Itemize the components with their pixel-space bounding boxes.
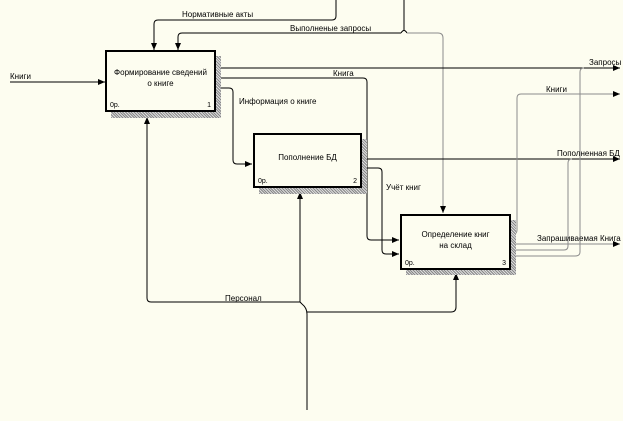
activity-3-title-line1: Определение книг [421,230,490,239]
activity-2-cost: 0р. [258,178,268,185]
label-books-output: Книги [546,85,567,94]
arrow-books-output[interactable] [510,91,620,235]
arrow-completed-requests-bump [400,30,408,34]
arrow-book-accounting[interactable] [361,167,399,257]
activity-box-3[interactable]: Определение книг на склад 0р. 3 [400,214,511,270]
label-book-info: Информация о книге [239,97,317,106]
label-book: Книга [333,69,354,78]
label-normative-acts: Нормативные акты [182,10,254,19]
label-replenished-db: Пополненная БД [557,149,620,158]
arrow-staff-source[interactable] [299,301,308,410]
arrow-to-box3-control[interactable] [407,32,446,213]
activity-3-number: 3 [502,260,506,267]
label-staff: Персонал [225,294,262,303]
label-books-input: Книги [10,72,31,81]
label-book-accounting: Учёт книг [386,183,421,192]
activity-1-title-line1: Формирование сведений [114,68,207,77]
activity-1-cost: 0р. [110,102,120,109]
activity-1-title-line2: о книге [147,79,174,88]
label-completed-requests: Выполненые запросы [290,24,372,33]
activity-box-2[interactable]: Пополнение БД 0р. 2 [253,133,362,188]
arrow-book-info[interactable] [216,87,252,167]
activity-2-title-line1: Пополнение БД [278,153,337,162]
arrow-feedback-db [510,158,573,251]
arrow-normative-acts[interactable] [151,0,337,50]
arrow-completed-requests[interactable] [175,32,401,50]
activity-3-cost: 0р. [405,260,415,267]
arrow-staff-box1[interactable] [144,117,300,303]
activity-2-number: 2 [353,178,357,185]
label-requested-book: Запрашиваемая Книга [537,234,621,243]
activity-box-1[interactable]: Формирование сведений о книге 0р. 1 [105,50,216,112]
activity-3-title-line2: на склад [439,241,472,250]
activity-1-number: 1 [207,102,211,109]
arrow-feedback-requests [510,67,585,257]
label-requests: Запросы [589,58,622,67]
arrow-staff-box3[interactable] [307,273,459,313]
